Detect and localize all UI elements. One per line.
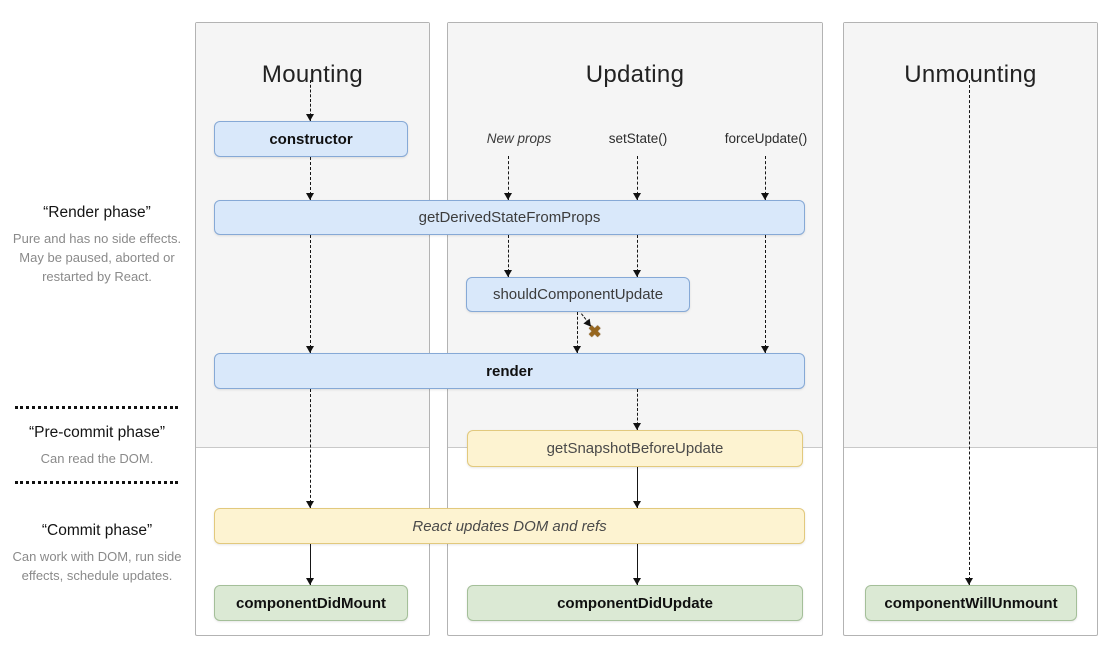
arrow-dom-update-to-component-did-mount [306, 544, 315, 585]
component-will-unmount-box[interactable]: componentWillUnmount [865, 585, 1077, 621]
unmounting-column-title: Unmounting [904, 61, 1037, 88]
arrow-render-to-snapshot [633, 389, 642, 430]
component-did-mount-box[interactable]: componentDidMount [214, 585, 408, 621]
phase-divider-top [15, 406, 178, 409]
arrow-force-update-to-render [761, 235, 770, 353]
arrow-constructor-to-gdsfp [306, 157, 315, 200]
render-box[interactable]: render [214, 353, 805, 389]
get-snapshot-before-update-box[interactable]: getSnapshotBeforeUpdate [467, 430, 803, 467]
arrow-force-update [761, 156, 770, 200]
arrow-gdsfp-to-scu-left [504, 235, 513, 277]
updating-column-title: Updating [585, 61, 685, 88]
mounting-column-title: Mounting [261, 61, 364, 88]
react-updates-dom-box: React updates DOM and refs [214, 508, 805, 544]
component-did-update-box[interactable]: componentDidUpdate [467, 585, 803, 621]
commit-phase-description: Can work with DOM, run side effects, sch… [12, 549, 182, 583]
phase-divider-bottom [15, 481, 178, 484]
arrow-unmounting-to-component-will-unmount [965, 80, 974, 585]
arrow-set-state [633, 156, 642, 200]
arrow-gdsfp-to-render-mounting [306, 235, 315, 353]
trigger-set-state[interactable]: setState() [608, 131, 668, 146]
arrow-mounting-start [306, 80, 315, 121]
arrow-dom-update-to-component-did-update [633, 544, 642, 585]
render-phase-note: “Render phase” Pure and has no side effe… [8, 204, 186, 286]
constructor-box[interactable]: constructor [214, 121, 408, 157]
arrow-render-to-dom-update-mounting [306, 389, 315, 508]
skip-update-icon: ✖ [588, 324, 602, 341]
render-phase-description: Pure and has no side effects. May be pau… [12, 231, 182, 284]
pre-commit-phase-note: “Pre-commit phase” Can read the DOM. [8, 424, 186, 468]
trigger-new-props: New props [486, 131, 552, 146]
arrow-snapshot-to-dom-update [633, 467, 642, 508]
get-derived-state-from-props-box[interactable]: getDerivedStateFromProps [214, 200, 805, 235]
unmounting-render-phase-region [844, 23, 1097, 448]
render-phase-title: “Render phase” [43, 204, 151, 221]
unmounting-column: Unmounting [843, 22, 1098, 636]
pre-commit-phase-description: Can read the DOM. [40, 451, 154, 466]
arrow-scu-to-render [573, 312, 582, 353]
arrow-new-props [504, 156, 513, 200]
commit-phase-title: “Commit phase” [41, 522, 153, 539]
pre-commit-phase-title: “Pre-commit phase” [28, 424, 166, 441]
commit-phase-note: “Commit phase” Can work with DOM, run si… [8, 522, 186, 585]
arrow-gdsfp-to-scu-right [633, 235, 642, 277]
trigger-force-update[interactable]: forceUpdate() [724, 131, 808, 146]
should-component-update-box[interactable]: shouldComponentUpdate [466, 277, 690, 312]
